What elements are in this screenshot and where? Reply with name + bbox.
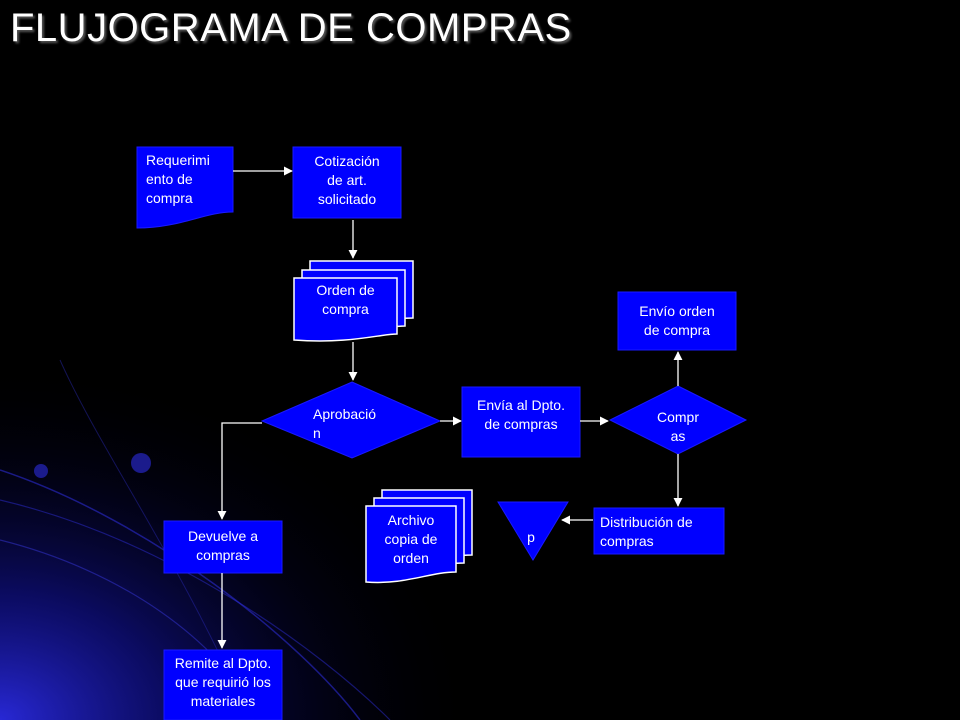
node-distribucion (593, 507, 725, 555)
node-envio-orden (617, 291, 737, 351)
label-remite: Remite al Dpto. que requirió los materia… (174, 655, 272, 709)
arrow-aprobacion-devuelve (217, 422, 262, 520)
node-cotizacion (292, 146, 402, 219)
label-requerimiento: Requerimi ento de compra (146, 152, 210, 206)
label-aprobacion: Aprobació n (313, 406, 377, 441)
page-title: FLUJOGRAMA DE COMPRAS (10, 6, 572, 50)
node-devuelve (163, 520, 283, 574)
label-orden: Orden de compra (316, 282, 375, 317)
connectors (217, 166, 683, 649)
label-distribucion: Distribución de compras (600, 514, 693, 549)
label-compras: Compr as (656, 409, 699, 444)
node-aprobacion-decision (260, 381, 442, 459)
label-envio-orden: Envío orden de compra (639, 303, 715, 338)
label-archivo-copia: Archivo copia de orden (384, 512, 438, 566)
node-envia-dpto (461, 386, 581, 458)
node-orden-compra (293, 260, 414, 342)
label-devuelve: Devuelve a compras (187, 528, 259, 563)
label-archivo-p: p (527, 529, 535, 545)
label-cotizacion: Cotización de art. solicitado (314, 153, 380, 207)
node-archivo-copia (365, 489, 473, 584)
node-archivo-triangle (497, 501, 569, 561)
label-envia-dpto: Envía al Dpto. de compras (477, 397, 565, 432)
node-requerimiento (136, 146, 234, 229)
node-remite (163, 649, 283, 720)
